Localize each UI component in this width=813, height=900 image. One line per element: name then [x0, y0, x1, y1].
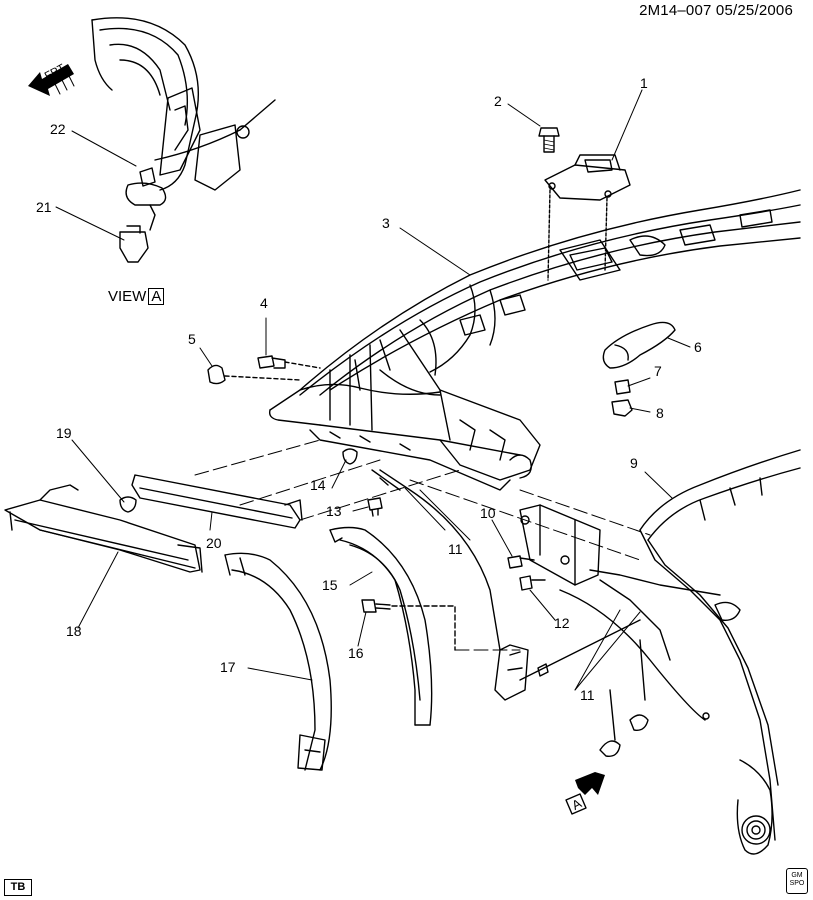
part-20-seal [131, 474, 303, 529]
leader-lines [55, 89, 691, 691]
callout-17: 17 [220, 659, 236, 675]
callout-11-upper: 11 [448, 541, 463, 557]
callout-20: 20 [206, 535, 222, 551]
part-17-weatherstrip [224, 552, 332, 771]
callout-3: 3 [382, 215, 390, 231]
tb-tag: TB [4, 879, 32, 896]
part-6-handle [602, 321, 676, 369]
callout-18: 18 [66, 623, 82, 639]
part-9-pillar [639, 449, 801, 855]
view-direction-arrow-icon: A [565, 772, 605, 815]
part-10-bracket [507, 504, 601, 591]
callout-22: 22 [50, 121, 66, 137]
callout-9: 9 [630, 455, 638, 471]
part-15-weatherstrip [329, 526, 433, 726]
part-4-stud [257, 355, 321, 369]
callout-10: 10 [480, 505, 496, 521]
part-13-screw [367, 497, 383, 517]
callout-11-lower: 11 [580, 687, 595, 703]
part-18-rail [4, 484, 203, 573]
part-14-nut [342, 448, 401, 491]
callout-15: 15 [322, 577, 338, 593]
front-header-panel [268, 189, 801, 491]
part-5-cap [207, 364, 301, 385]
callout-labels: 1 2 3 4 5 6 7 8 9 10 11 11 12 13 14 15 1… [36, 75, 702, 703]
callout-16: 16 [348, 645, 364, 661]
part-1-latch [544, 154, 631, 281]
callout-4: 4 [260, 295, 268, 311]
callout-2: 2 [494, 93, 502, 109]
part-16-bolt [361, 599, 456, 651]
diagram-code-date: 2M14–007 05/25/2006 [639, 2, 793, 19]
callout-12: 12 [554, 615, 570, 631]
part-11-cable [379, 469, 721, 757]
view-label-prefix: VIEW [108, 288, 147, 305]
callout-21: 21 [36, 199, 52, 215]
callout-8: 8 [656, 405, 664, 421]
part-2-screw [538, 127, 560, 153]
part-7-nut [614, 379, 631, 395]
callout-5: 5 [188, 331, 196, 347]
callout-6: 6 [694, 339, 702, 355]
view-label-letter: A [148, 288, 165, 305]
callout-1: 1 [640, 75, 648, 91]
front-arrow-icon: FRT [28, 62, 75, 96]
view-a-inset [91, 17, 276, 263]
callout-7: 7 [654, 363, 662, 379]
part-19-screw [119, 496, 137, 513]
part-8-clip [611, 399, 633, 417]
callout-19: 19 [56, 425, 72, 441]
callout-13: 13 [326, 503, 342, 519]
gm-spo-logo-icon: GM SPO [786, 868, 808, 894]
callout-14: 14 [310, 477, 326, 493]
alignment-lines [194, 439, 651, 651]
